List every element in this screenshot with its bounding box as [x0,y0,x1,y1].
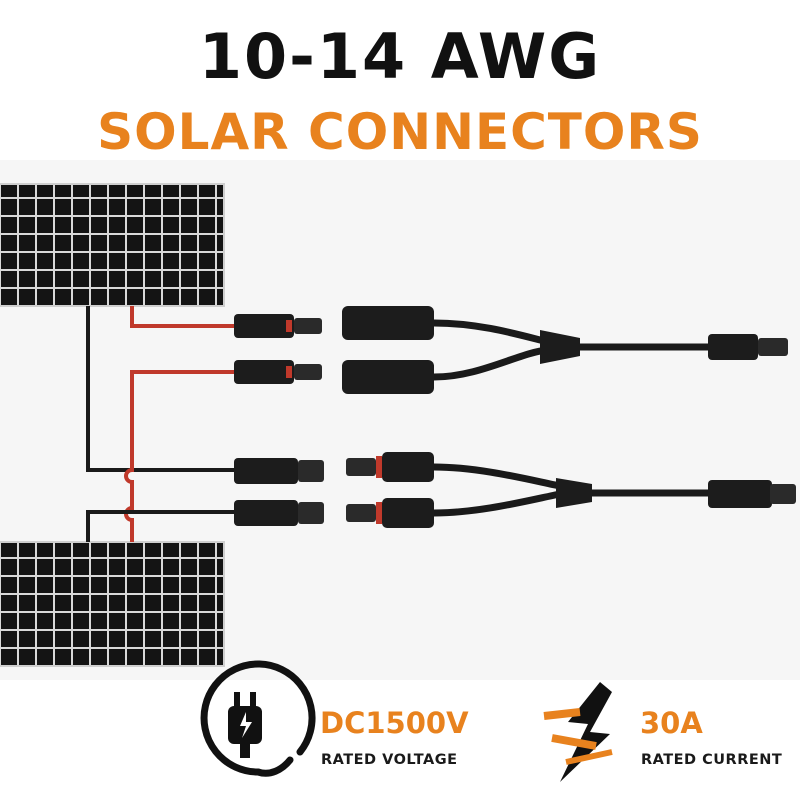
mc4-connector-red-2 [234,360,322,384]
rated-voltage-label: RATED VOLTAGE [321,752,458,768]
solar-panel-top [0,183,225,307]
panel-wiring [86,306,240,542]
plug-icon [200,660,316,777]
mc4-connector-black-2 [234,500,324,526]
title-line-solar-connectors: SOLAR CONNECTORS [97,103,703,161]
rated-current-label: RATED CURRENT [641,752,783,768]
rated-current-value: 30A [640,706,703,740]
lightning-bolt-icon [543,682,613,782]
mc4-connector-red-1 [234,314,322,338]
y-branch-cable-bottom [346,452,796,528]
rated-voltage-value: DC1500V [320,706,469,740]
title-line-awg: 10-14 AWG [198,20,602,93]
mc4-connector-black-1 [234,458,324,484]
solar-panel-bottom [0,541,225,667]
y-branch-cable-top [342,306,788,394]
